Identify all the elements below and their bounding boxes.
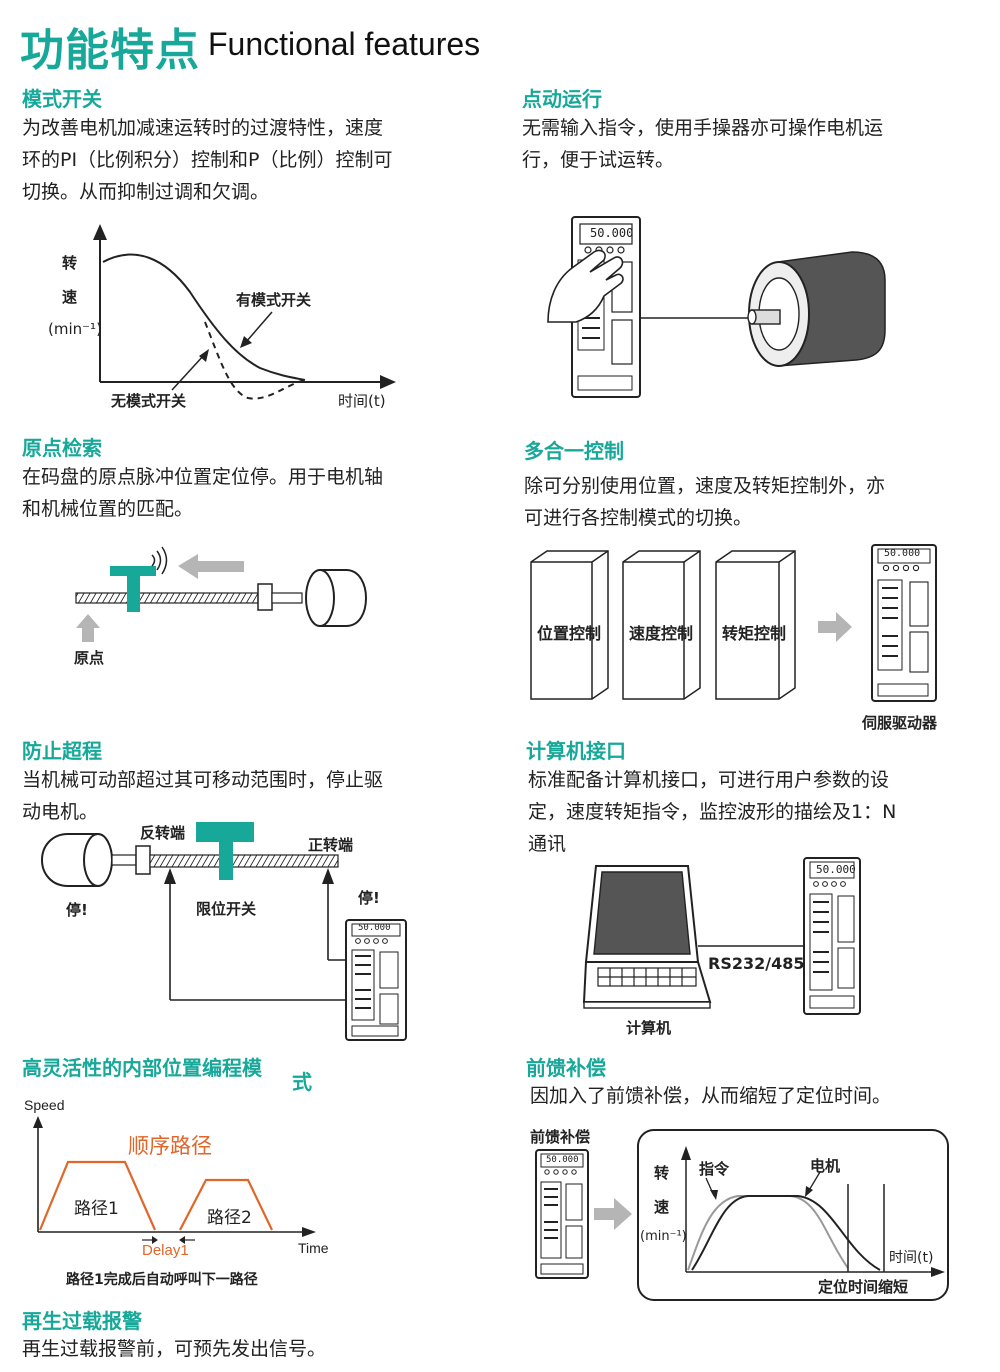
regen-alarm-body: 再生过载报警前，可预先发出信号。 xyxy=(22,1333,326,1365)
path2-label: 路径2 xyxy=(207,1208,252,1228)
mode-switch-body-line: 环的PI（比例积分）控制和P（比例）控制可 xyxy=(22,149,393,171)
position-control-box: 位置控制 xyxy=(537,624,602,643)
origin-search-title: 原点检索 xyxy=(22,436,102,460)
multi-control-body: 除可分别使用位置，速度及转矩控制外，亦 可进行各控制模式的切换。 xyxy=(524,470,885,534)
pc-display: 50.000 xyxy=(816,863,856,876)
path1-label: 路径1 xyxy=(74,1199,119,1219)
overtravel-title: 防止超程 xyxy=(22,739,102,763)
mode-y-label: 转 xyxy=(62,254,78,272)
forward-end-label: 正转端 xyxy=(308,836,354,854)
regen-alarm-title: 再生过载报警 xyxy=(22,1309,142,1333)
torque-control-box: 转矩控制 xyxy=(722,624,787,643)
feedforward-body: 因加入了前馈补偿，从而缩短了定位时间。 xyxy=(530,1080,891,1112)
origin-body-line: 在码盘的原点脉冲位置定位停。用于电机轴 xyxy=(22,466,384,488)
time-axis-label: Time xyxy=(298,1240,329,1256)
feedforward-body-line: 因加入了前馈补偿，从而缩短了定位时间。 xyxy=(530,1085,892,1107)
feedforward-title: 前馈补偿 xyxy=(526,1056,606,1080)
position-programming-title: 高灵活性的内部位置编程模 xyxy=(22,1056,262,1080)
stop-left-label: 停! xyxy=(66,901,88,919)
pc-body-line: 定，速度转矩指令，监控波形的描绘及1：N xyxy=(528,801,897,823)
pc-interface-title: 计算机接口 xyxy=(526,739,626,763)
delay-label: Delay1 xyxy=(142,1242,189,1259)
mode-y-unit: (min⁻¹) xyxy=(48,320,102,338)
reverse-end-label: 反转端 xyxy=(140,824,186,842)
shortened-label: 定位时间缩短 xyxy=(818,1278,909,1296)
overtravel-display: 50.000 xyxy=(358,923,391,933)
ff-y-label: 转 xyxy=(654,1164,670,1182)
speed-control-box: 速度控制 xyxy=(629,624,694,643)
jog-body-line: 行，便于试运转。 xyxy=(522,149,675,171)
page-title-en: Functional features xyxy=(208,26,481,62)
without-switch-label: 无模式开关 xyxy=(111,392,187,410)
position-programming-title-tail: 式 xyxy=(292,1070,312,1094)
multi-control-title: 多合一控制 xyxy=(524,439,624,463)
overtravel-body: 当机械可动部超过其可移动范围时，停止驱 动电机。 xyxy=(22,764,383,828)
mode-switch-body-line: 为改善电机加减速运转时的过渡特性，速度 xyxy=(22,117,384,139)
jog-display: 50.000 xyxy=(590,226,634,240)
jog-title: 点动运行 xyxy=(522,87,602,111)
regen-body-line: 再生过载报警前，可预先发出信号。 xyxy=(22,1338,327,1360)
ff-y-label: 速 xyxy=(654,1198,670,1216)
mode-switch-title: 模式开关 xyxy=(22,87,102,111)
pc-body-line: 标准配备计算机接口，可进行用户参数的设 xyxy=(528,769,890,791)
jog-body: 无需输入指令，使用手操器亦可操作电机运 行，便于试运转。 xyxy=(522,112,883,176)
multi-display: 50.000 xyxy=(884,548,921,559)
page-title-cn: 功能特点 xyxy=(20,25,200,76)
speed-axis-label: Speed xyxy=(24,1097,65,1113)
servo-driver-label: 伺服驱动器 xyxy=(862,714,938,732)
mode-switch-body-line: 切换。从而抑制过调和欠调。 xyxy=(22,181,270,203)
pc-body-line: 通讯 xyxy=(528,833,567,855)
origin-search-body: 在码盘的原点脉冲位置定位停。用于电机轴 和机械位置的匹配。 xyxy=(22,461,383,525)
overtravel-body-line: 当机械可动部超过其可移动范围时，停止驱 xyxy=(22,769,384,791)
motor-label: 电机 xyxy=(810,1157,841,1175)
command-label: 指令 xyxy=(699,1160,730,1178)
stop-right-label: 停! xyxy=(358,889,380,907)
overtravel-body-line: 动电机。 xyxy=(22,801,99,823)
with-switch-label: 有模式开关 xyxy=(236,291,312,309)
rs232-label: RS232/485 xyxy=(708,954,805,973)
pc-interface-body: 标准配备计算机接口，可进行用户参数的设 定，速度转矩指令，监控波形的描绘及1：N… xyxy=(528,764,896,860)
computer-label: 计算机 xyxy=(626,1019,672,1037)
mode-y-label: 速 xyxy=(62,288,78,306)
limit-switch-label: 限位开关 xyxy=(196,900,257,918)
multi-body-line: 可进行各控制模式的切换。 xyxy=(524,507,753,529)
feedforward-comp-label: 前馈补偿 xyxy=(530,1128,591,1146)
path-caption: 路径1完成后自动呼叫下一路径 xyxy=(66,1272,258,1288)
multi-body-line: 除可分别使用位置，速度及转矩控制外，亦 xyxy=(524,475,886,497)
jog-body-line: 无需输入指令，使用手操器亦可操作电机运 xyxy=(522,117,884,139)
mode-switch-body: 为改善电机加减速运转时的过渡特性，速度 环的PI（比例积分）控制和P（比例）控制… xyxy=(22,112,393,208)
ff-display: 50.000 xyxy=(546,1155,579,1165)
mode-x-label: 时间(t) xyxy=(338,392,386,410)
ff-y-unit: (min⁻¹) xyxy=(640,1229,687,1244)
sequence-path-label: 顺序路径 xyxy=(128,1134,212,1158)
ff-x-label: 时间(t) xyxy=(889,1250,934,1266)
origin-body-line: 和机械位置的匹配。 xyxy=(22,498,194,520)
origin-label: 原点 xyxy=(74,649,105,667)
